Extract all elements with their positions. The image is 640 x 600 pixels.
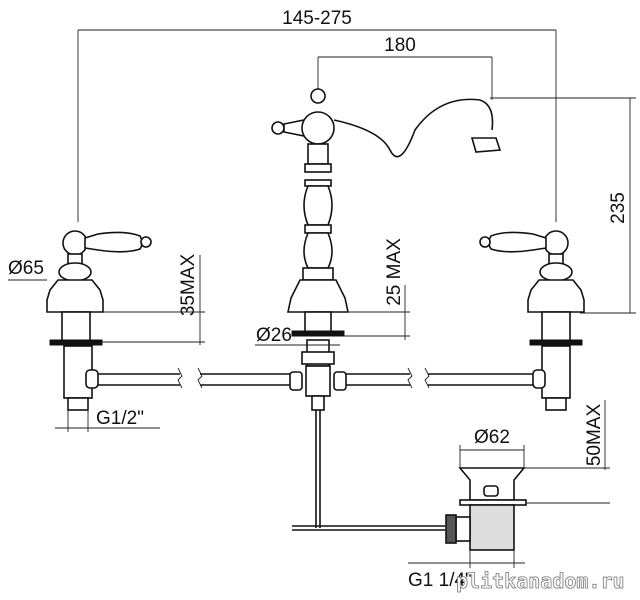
dimension-handle-base: Ø65 35MAX G1/2" <box>8 254 205 432</box>
dimension-spout-deck: 25 MAX Ø26 <box>255 238 410 346</box>
left-supply-hose <box>98 367 290 389</box>
overall-width-label: 145-275 <box>282 8 352 29</box>
drain-flange-label: Ø62 <box>474 427 510 448</box>
right-supply-hose <box>346 367 535 389</box>
drain-thread-label: G1 1/4" <box>408 570 472 591</box>
right-handle-valve <box>479 230 585 411</box>
pop-up-drain <box>445 467 527 551</box>
left-handle-valve <box>46 230 152 411</box>
dimension-spout-reach: 180 <box>317 35 493 100</box>
dimension-overall-width: 145-275 <box>77 8 557 222</box>
dimension-drain: Ø62 50MAX G1 1/4" <box>408 400 610 591</box>
center-spout <box>271 88 502 531</box>
spout-deck-label: 25 MAX <box>384 238 405 306</box>
watermark: plitkanadom.ru <box>456 569 625 593</box>
handle-deck-label: 35MAX <box>178 254 199 317</box>
dimension-spout-height: 235 <box>490 97 636 314</box>
spout-reach-label: 180 <box>384 35 416 56</box>
drain-deck-label: 50MAX <box>584 404 605 467</box>
spout-height-label: 235 <box>608 192 629 224</box>
spout-shank-label: Ø26 <box>256 325 292 346</box>
handle-base-diameter-label: Ø65 <box>8 258 44 279</box>
inlet-thread-label: G1/2" <box>96 408 144 429</box>
